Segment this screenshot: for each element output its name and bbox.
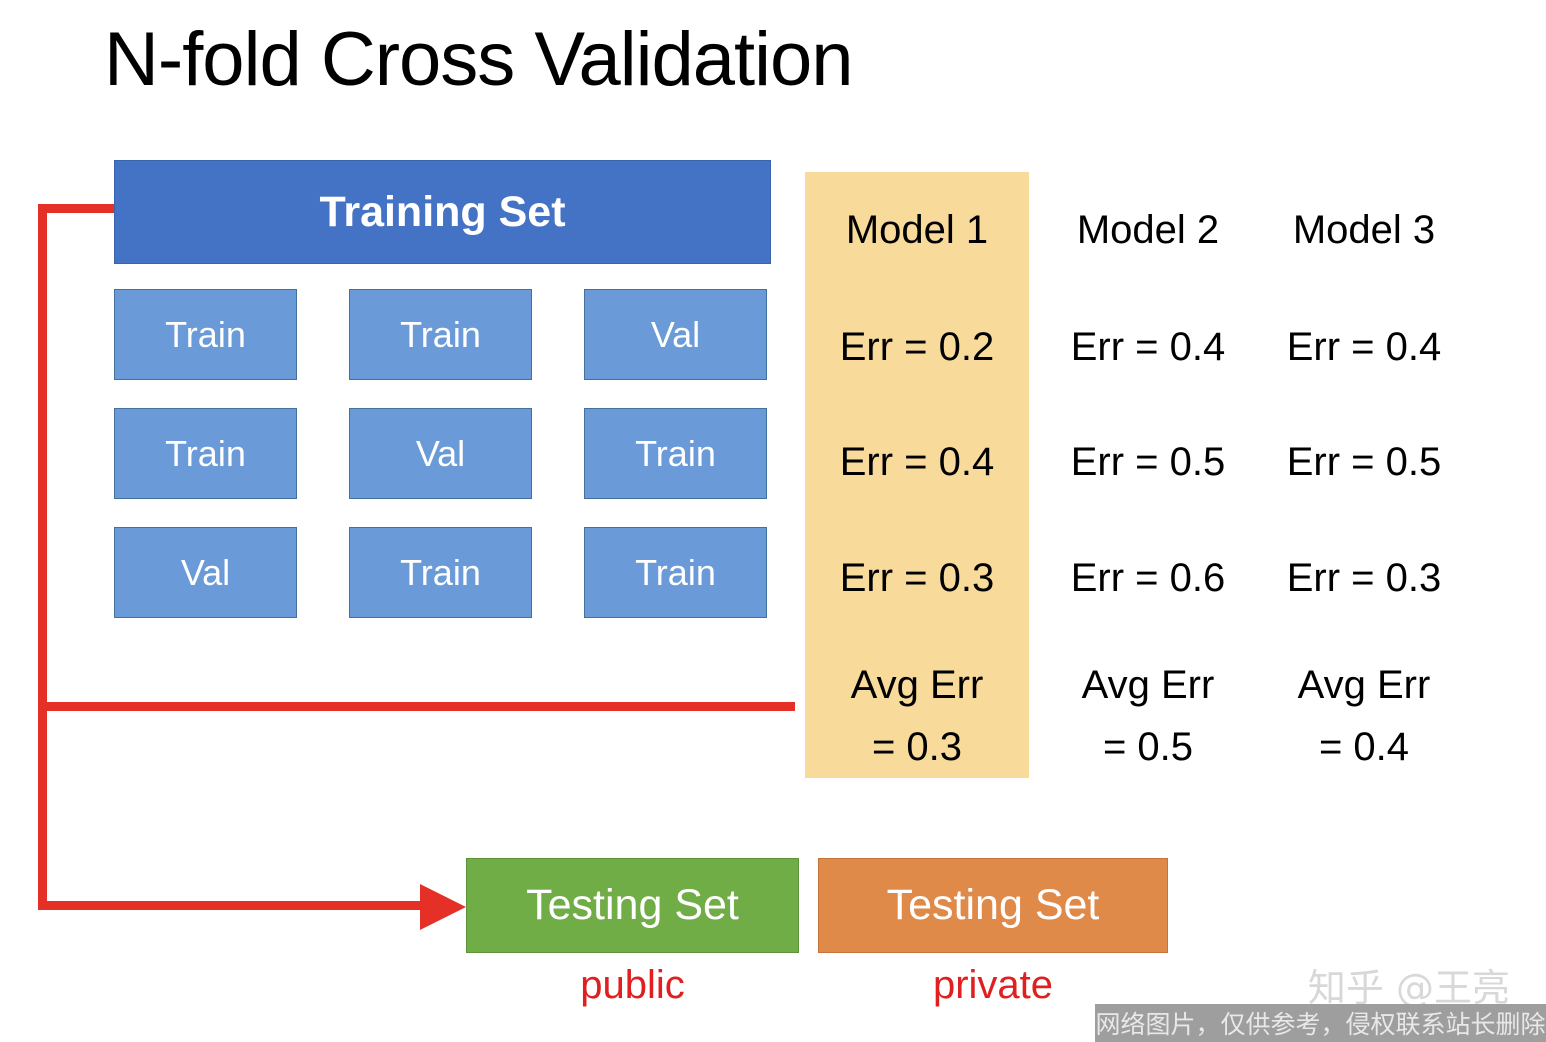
training-set-label: Training Set [319, 187, 566, 236]
fold-cell-label: Train [400, 313, 481, 355]
model-column-header: Model 1 [845, 208, 989, 253]
testing-set-public-caption: public [580, 963, 685, 1007]
avg-err-label: Avg Err [1297, 663, 1431, 708]
model-error-fold-3: Err = 0.3 [839, 555, 995, 600]
fold-cell-label: Val [415, 432, 466, 474]
model-error-fold-2: Err = 0.5 [1286, 440, 1442, 485]
fold-cell-r0c1: Train [349, 289, 532, 380]
model-1-highlight-panel [805, 172, 1029, 778]
testing-set-private-label: Testing Set [886, 881, 1100, 929]
fold-cell-r2c0: Val [114, 527, 297, 618]
avg-err-label: Avg Err [850, 663, 984, 708]
model-average-error: Avg Err = 0.4 [1298, 636, 1431, 778]
connector-top-branch [38, 204, 120, 213]
model-average-error: Avg Err = 0.3 [851, 636, 984, 778]
model-average-error: Avg Err = 0.5 [1082, 636, 1215, 778]
model-column-header: Model 2 [1076, 208, 1220, 253]
fold-cell-r0c2: Val [584, 289, 767, 380]
page-title: N-fold Cross Validation [104, 17, 854, 102]
avg-err-value: = 0.3 [871, 725, 963, 770]
testing-set-public-label: Testing Set [526, 881, 739, 929]
avg-err-value: = 0.5 [1102, 725, 1194, 770]
connector-arrowhead-icon [420, 884, 466, 930]
testing-set-private-box: Testing Set [818, 858, 1168, 953]
fold-cell-label: Val [650, 313, 701, 355]
training-set-box: Training Set [114, 160, 771, 264]
model-error-fold-1: Err = 0.4 [1286, 324, 1442, 369]
fold-cell-r1c0: Train [114, 408, 297, 499]
testing-set-private-caption: private [932, 963, 1054, 1007]
fold-cell-label: Train [635, 551, 716, 593]
notice-text: 网络图片，仅供参考，侵权联系站长删除 [1095, 1010, 1546, 1039]
notice-bar: 网络图片，仅供参考，侵权联系站长删除 [1095, 1004, 1546, 1042]
fold-cell-label: Train [165, 313, 246, 355]
fold-cell-r2c2: Train [584, 527, 767, 618]
fold-cell-label: Train [165, 432, 246, 474]
fold-cell-r0c0: Train [114, 289, 297, 380]
connector-vertical-line [38, 204, 47, 910]
testing-set-public-box: Testing Set [466, 858, 799, 953]
model-error-fold-3: Err = 0.6 [1070, 555, 1226, 600]
model-column-header: Model 3 [1292, 208, 1436, 253]
zhihu-watermark: 知乎 @王亮 [1307, 966, 1510, 1010]
model-error-fold-2: Err = 0.5 [1070, 440, 1226, 485]
fold-cell-r1c1: Val [349, 408, 532, 499]
model-error-fold-2: Err = 0.4 [839, 440, 995, 485]
connector-bottom-branch [38, 901, 428, 910]
fold-cell-r2c1: Train [349, 527, 532, 618]
model-error-fold-1: Err = 0.4 [1070, 324, 1226, 369]
model-column-2: Model 2 Err = 0.4 Err = 0.5 Err = 0.6 Av… [1036, 172, 1260, 778]
fold-cell-r1c2: Train [584, 408, 767, 499]
connector-middle-branch [38, 702, 795, 711]
model-column-1: Model 1 Err = 0.2 Err = 0.4 Err = 0.3 Av… [805, 172, 1029, 778]
fold-cell-label: Train [400, 551, 481, 593]
fold-cell-label: Val [180, 551, 231, 593]
avg-err-label: Avg Err [1081, 663, 1215, 708]
model-error-fold-1: Err = 0.2 [839, 324, 995, 369]
model-column-3: Model 3 Err = 0.4 Err = 0.5 Err = 0.3 Av… [1252, 172, 1476, 778]
fold-cell-label: Train [635, 432, 716, 474]
avg-err-value: = 0.4 [1318, 725, 1410, 770]
model-error-fold-3: Err = 0.3 [1286, 555, 1442, 600]
